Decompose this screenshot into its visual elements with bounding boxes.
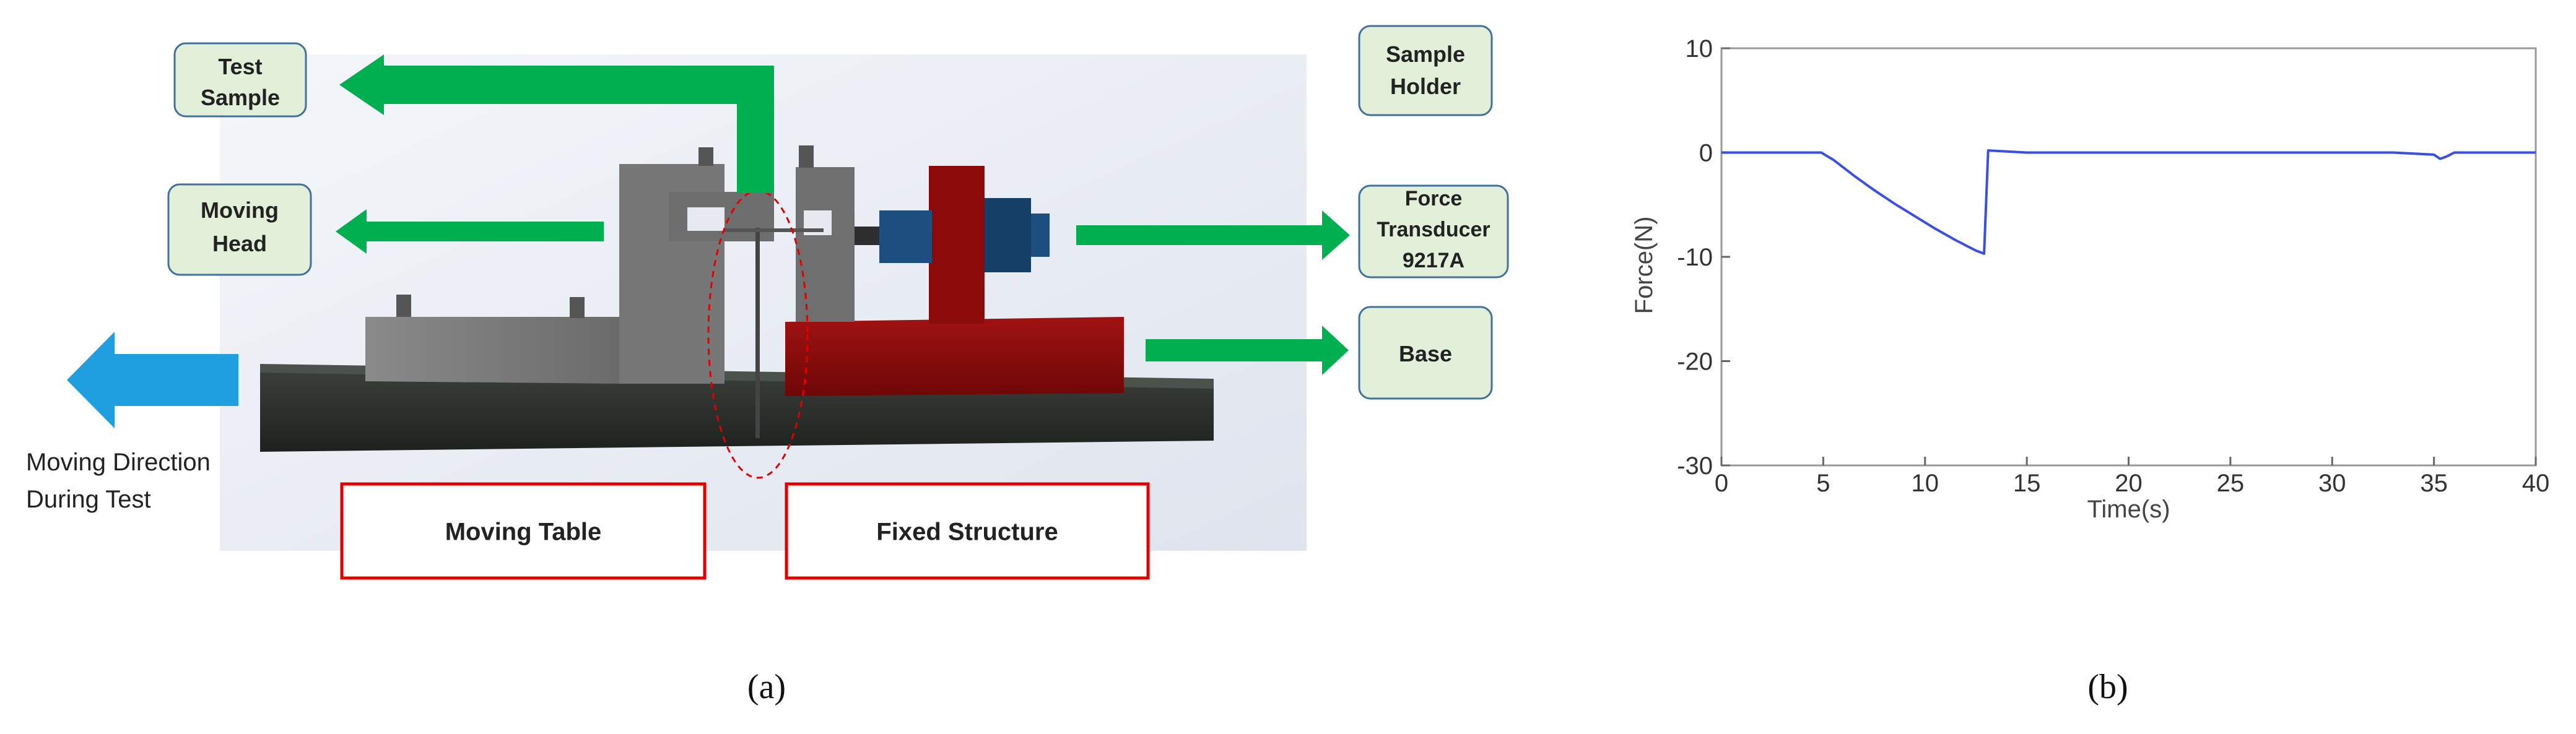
y-tick-label: -20 <box>1677 348 1713 376</box>
x-tick-label: 0 <box>1715 470 1728 497</box>
plot-area <box>1720 47 2537 467</box>
force-transducer-arrow <box>1076 210 1350 260</box>
fixed-structure-box: Fixed Structure <box>785 482 1150 580</box>
transducer-connector <box>1031 214 1050 257</box>
x-axis-ticks: 0 5 10 15 20 25 30 35 40 <box>1715 457 2549 497</box>
transducer-shaft <box>855 227 879 245</box>
transducer-nut <box>985 198 1031 272</box>
moving-head-label-line1: Moving <box>201 197 279 223</box>
fixed-structure-label: Fixed Structure <box>876 519 1058 546</box>
x-axis-label: Time(s) <box>2087 496 2170 523</box>
moving-direction-label-line2: During Test <box>26 486 151 513</box>
x-tick-label: 20 <box>2115 470 2143 497</box>
callout-force-transducer: Force Transducer 9217A <box>1358 184 1509 278</box>
callout-moving-head: Moving Head <box>167 183 312 276</box>
moving-head-base <box>365 317 619 384</box>
x-tick-label: 40 <box>2522 470 2550 497</box>
moving-head-clamp-slot <box>687 207 724 231</box>
callout-test-sample: Test Sample <box>173 42 307 118</box>
base-arrow <box>1146 326 1349 375</box>
test-machine-rendering <box>260 145 1214 479</box>
transducer-body <box>879 210 932 263</box>
clamp-screw-1 <box>698 147 713 166</box>
moving-direction-arrow <box>67 332 238 428</box>
green-arrows <box>336 54 1350 375</box>
force-transducer-label-line1: Force <box>1405 187 1463 210</box>
force-transducer-label-line2: Transducer <box>1377 218 1490 241</box>
x-tick-label: 10 <box>1912 470 1939 497</box>
base-label: Base <box>1399 341 1452 366</box>
callout-base: Base <box>1358 306 1493 400</box>
holder-screw <box>799 145 814 168</box>
test-sample-label-line2: Sample <box>201 85 280 110</box>
series-line-0 <box>1721 149 2536 255</box>
sample-holder-label-line1: Sample <box>1386 41 1465 67</box>
caption-b: (b) <box>2087 668 2128 706</box>
x-tick-label: 30 <box>2318 470 2346 497</box>
y-axis-ticks: -30 -20 -10 0 10 <box>1677 35 1730 480</box>
fixed-upright <box>929 166 985 324</box>
y-tick-label: -30 <box>1677 452 1713 480</box>
test-sample-arrow <box>339 54 774 193</box>
base-screw-1 <box>396 295 411 317</box>
sample-holder-label-line2: Holder <box>1390 74 1461 99</box>
moving-table-box: Moving Table <box>340 482 707 580</box>
moving-head-assembly <box>365 147 774 384</box>
callout-sample-holder: Sample Holder <box>1358 25 1493 116</box>
sample-holder-block <box>796 167 855 322</box>
caption-a: (a) <box>747 668 786 706</box>
x-tick-label: 25 <box>2217 470 2245 497</box>
fixed-structure-assembly <box>785 145 1124 396</box>
y-tick-label: -10 <box>1677 244 1713 271</box>
x-tick-label: 35 <box>2420 470 2448 497</box>
fixed-base-block <box>785 317 1124 396</box>
y-axis-label: Force(N) <box>1630 217 1658 314</box>
force-transducer-label-line3: 9217A <box>1403 249 1464 272</box>
test-sample-label-line1: Test <box>218 54 262 79</box>
force-time-chart: -30 -20 -10 0 10 0 5 10 15 20 25 30 35 40 Time(s) Fo… <box>1630 35 2549 523</box>
series-layer <box>1721 149 2536 255</box>
base-screw-2 <box>570 297 585 318</box>
moving-table-label: Moving Table <box>445 519 602 546</box>
test-sample-needle <box>755 228 760 438</box>
moving-head-label-line2: Head <box>212 231 267 256</box>
x-tick-label: 15 <box>2013 470 2041 497</box>
y-tick-label: 10 <box>1686 35 1713 63</box>
x-tick-label: 5 <box>1816 470 1830 497</box>
moving-head-arrow <box>336 209 604 254</box>
y-tick-label: 0 <box>1699 140 1713 167</box>
panel-a-diagram: Test Sample Sample Holder Moving Head Fo… <box>26 25 1509 706</box>
moving-direction-label-line1: Moving Direction <box>26 449 211 476</box>
